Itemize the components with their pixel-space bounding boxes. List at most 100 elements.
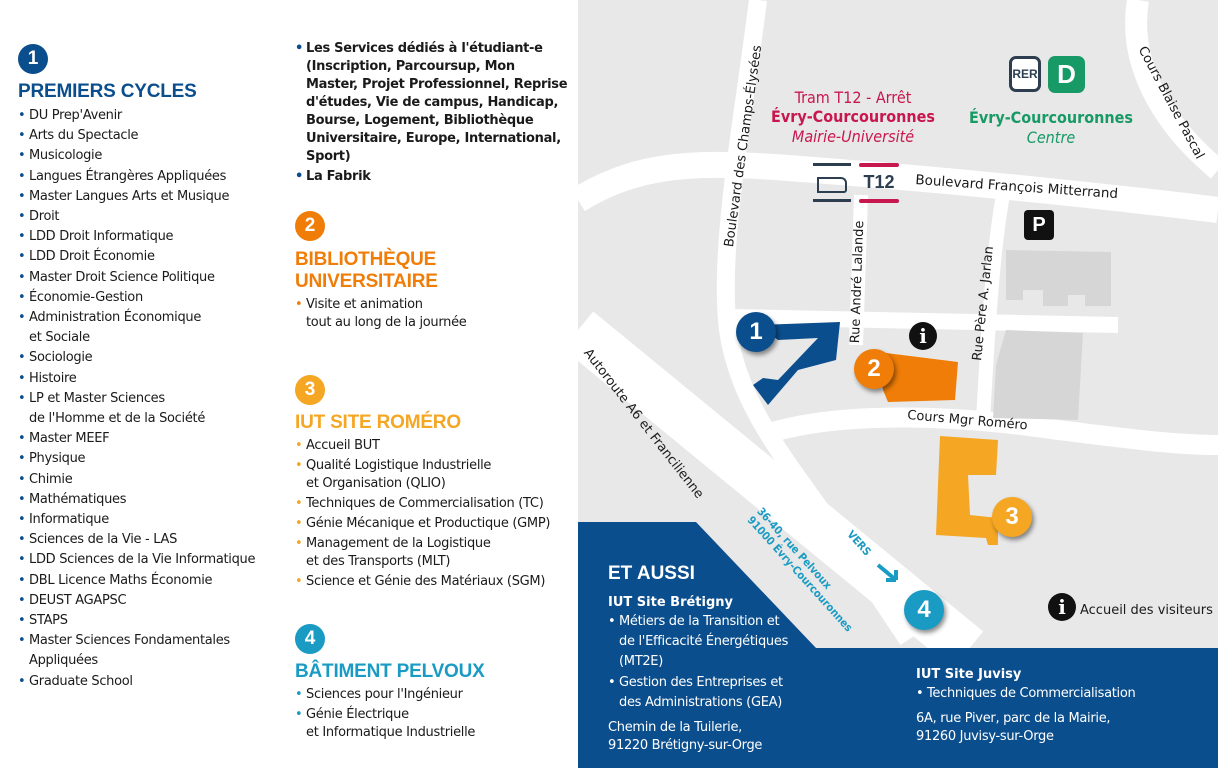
list-item-text: Musicologie bbox=[29, 148, 103, 164]
number-badge-3: 3 bbox=[295, 375, 325, 405]
map-pin-1[interactable]: 1 bbox=[736, 312, 776, 352]
list-item: •Gestion des Entreprises et des Administ… bbox=[608, 673, 818, 713]
bullet-icon: • bbox=[295, 687, 303, 702]
list-item: •La Fabrik bbox=[295, 168, 570, 186]
rer-line-d-badge: D bbox=[1048, 56, 1085, 93]
bullet-icon: • bbox=[18, 613, 26, 629]
list-item: •STAPS bbox=[18, 611, 288, 631]
list-item: •Sciences de la Vie - LAS bbox=[18, 530, 288, 550]
address-line: 91220 Brétigny-sur-Orge bbox=[608, 738, 763, 754]
title-line: BIBLIOTHÈQUE bbox=[295, 249, 437, 270]
bullet-icon: • bbox=[18, 370, 26, 386]
program-list: •Sciences pour l'Ingénieur•Génie Électri… bbox=[295, 686, 570, 742]
bullet-icon: • bbox=[18, 471, 26, 487]
info-icon[interactable]: i bbox=[909, 322, 937, 350]
list-item-text: Mathématiques bbox=[29, 491, 127, 507]
et-aussi-title: ET AUSSI bbox=[608, 563, 695, 584]
parking-icon: P bbox=[1024, 210, 1054, 240]
list-item: •Master Droit Science Politique bbox=[18, 268, 288, 288]
list-item: •Chimie bbox=[18, 470, 288, 490]
bullet-icon: • bbox=[295, 458, 303, 473]
section-bibliotheque: 2 BIBLIOTHÈQUE UNIVERSITAIRE •Visite et … bbox=[295, 211, 570, 334]
list-item: •Management de la Logistique et des Tran… bbox=[295, 535, 570, 571]
list-item: •DBL Licence Maths Économie bbox=[18, 571, 288, 591]
site-title: IUT Site Brétigny bbox=[608, 595, 734, 610]
site-title: IUT Site Juvisy bbox=[916, 667, 1022, 682]
list-item-text: Les Services dédiés à l'étudiant-e (Insc… bbox=[306, 41, 568, 164]
list-item-text: Master Droit Science Politique bbox=[29, 269, 215, 285]
list-item-text: Droit bbox=[29, 209, 60, 225]
list-item: •Master Sciences Fondamentales Appliquée… bbox=[18, 631, 288, 671]
section-title: BIBLIOTHÈQUE UNIVERSITAIRE bbox=[295, 249, 570, 293]
section-services: •Les Services dédiés à l'étudiant-e (Ins… bbox=[295, 40, 570, 188]
bullet-icon: • bbox=[18, 451, 26, 467]
tram-icon bbox=[813, 163, 851, 203]
rer-line3: Centre bbox=[1026, 128, 1076, 147]
list-item: •Accueil BUT bbox=[295, 437, 570, 455]
program-list: •Visite et animation tout au long de la … bbox=[295, 296, 570, 332]
bullet-icon: • bbox=[295, 574, 303, 589]
map-pin-2[interactable]: 2 bbox=[854, 349, 894, 389]
list-item-text: Visite et animation tout au long de la j… bbox=[306, 297, 467, 330]
list-item-text: Histoire bbox=[29, 370, 77, 386]
list-item: •Génie Mécanique et Productique (GMP) bbox=[295, 515, 570, 533]
section-title: BÂTIMENT PELVOUX bbox=[295, 661, 485, 682]
list-item-text: Physique bbox=[29, 451, 86, 467]
site-program-list: •Techniques de Commercialisation bbox=[916, 684, 1196, 704]
bullet-icon: • bbox=[18, 168, 26, 184]
bullet-icon: • bbox=[295, 516, 303, 531]
bullet-icon: • bbox=[295, 536, 303, 551]
map-pin-4[interactable]: 4 bbox=[904, 590, 944, 630]
list-item-text: Graduate School bbox=[29, 673, 133, 689]
legend-info-label: Accueil des visiteurs bbox=[1080, 603, 1213, 618]
number-badge-4: 4 bbox=[295, 624, 325, 654]
campus-map[interactable]: Boulevard des Champs-Élysées Boulevard F… bbox=[578, 0, 1218, 768]
et-aussi-juvisy: IUT Site Juvisy •Techniques de Commercia… bbox=[916, 667, 1196, 746]
list-item-text: Sciences de la Vie - LAS bbox=[29, 532, 178, 548]
et-aussi-bretigny: ET AUSSI IUT Site Brétigny •Métiers de l… bbox=[608, 563, 818, 755]
list-item-text: Sciences pour l'Ingénieur bbox=[306, 687, 463, 702]
map-roads bbox=[578, 0, 1218, 768]
list-item: •Administration Économique et Sociale bbox=[18, 308, 288, 348]
list-item: •LDD Droit Informatique bbox=[18, 227, 288, 247]
list-item: •Mathématiques bbox=[18, 490, 288, 510]
bullet-icon: • bbox=[18, 249, 26, 265]
list-item: •Sociologie bbox=[18, 348, 288, 368]
list-item: •LDD Droit Économie bbox=[18, 247, 288, 267]
bullet-icon: • bbox=[608, 614, 616, 629]
bullet-icon: • bbox=[608, 674, 616, 690]
map-pin-3[interactable]: 3 bbox=[992, 497, 1032, 537]
section-title: IUT SITE ROMÉRO bbox=[295, 412, 461, 433]
bullet-icon: • bbox=[18, 552, 26, 568]
bullet-icon: • bbox=[18, 572, 26, 588]
bullet-icon: • bbox=[18, 289, 26, 305]
list-item: •Économie-Gestion bbox=[18, 288, 288, 308]
bullet-icon: • bbox=[916, 686, 924, 701]
list-item-text: Langues Étrangères Appliquées bbox=[29, 168, 227, 184]
list-item-text: Génie Mécanique et Productique (GMP) bbox=[306, 516, 551, 531]
list-item-text: Chimie bbox=[29, 471, 73, 487]
list-item-text: Science et Génie des Matériaux (SGM) bbox=[306, 574, 546, 589]
rer-line2: Évry-Courcouronnes bbox=[969, 108, 1133, 127]
list-item-text: Master Langues Arts et Musique bbox=[29, 188, 230, 204]
tram-line1: Tram T12 - Arrêt bbox=[794, 88, 912, 107]
bullet-icon: • bbox=[295, 438, 303, 453]
bullet-icon: • bbox=[18, 188, 26, 204]
list-item: •Graduate School bbox=[18, 672, 288, 692]
list-item: •Arts du Spectacle bbox=[18, 126, 288, 146]
bullet-icon: • bbox=[18, 491, 26, 507]
bullet-icon: • bbox=[295, 496, 303, 511]
list-item: •LDD Sciences de la Vie Informatique bbox=[18, 550, 288, 570]
list-item: •Langues Étrangères Appliquées bbox=[18, 167, 288, 187]
list-item: •Physique bbox=[18, 449, 288, 469]
list-item: •Science et Génie des Matériaux (SGM) bbox=[295, 573, 570, 591]
list-item-text: Génie Électrique et Informatique Industr… bbox=[306, 707, 476, 740]
list-item-text: Administration Économique et Sociale bbox=[29, 310, 202, 346]
list-item-text: Métiers de la Transition et de l'Efficac… bbox=[619, 614, 789, 670]
list-item: •LP et Master Sciences de l'Homme et de … bbox=[18, 389, 288, 429]
program-list: •DU Prep'Avenir•Arts du Spectacle•Musico… bbox=[18, 106, 288, 692]
bullet-icon: • bbox=[18, 431, 26, 447]
tram-line-badge: T12 bbox=[859, 163, 899, 203]
list-item: •Informatique bbox=[18, 510, 288, 530]
bullet-icon: • bbox=[18, 108, 26, 123]
